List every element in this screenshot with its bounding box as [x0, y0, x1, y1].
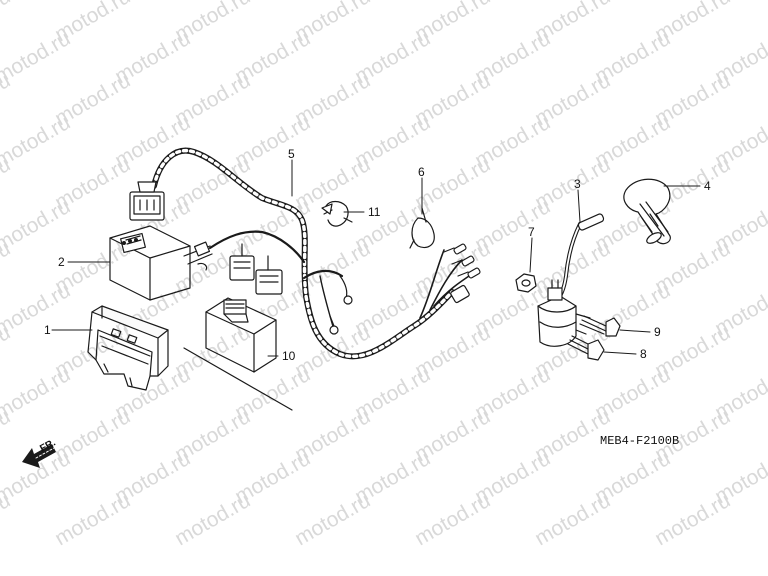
watermark-text: motod.ru: [171, 489, 254, 550]
diagram-code: MEB4-F2100B: [600, 434, 679, 448]
callout-8: 8: [640, 347, 647, 361]
callout-11: 11: [368, 205, 381, 219]
wire-clip-part: [321, 200, 353, 227]
bolt-9-part: [579, 315, 621, 337]
watermark-text: motod.ru: [531, 489, 614, 550]
front-arrow-icon: [22, 444, 56, 468]
plug-cap-part: [623, 178, 671, 245]
bolt-8-part: [567, 335, 605, 361]
watermark-text: motod.ru: [0, 195, 74, 256]
callout-4: 4: [704, 179, 711, 193]
watermark-text: motod.ru: [651, 489, 734, 550]
wire-harness-part: [129, 147, 481, 360]
watermark-text: motod.ru: [411, 489, 494, 550]
ignition-coil-part: [537, 213, 605, 347]
callout-10: 10: [282, 349, 296, 363]
nut-part: [515, 273, 537, 293]
callout-9: 9: [654, 325, 661, 339]
control-module-part: [109, 225, 191, 301]
band-tie-part: [409, 207, 435, 249]
rubber-mount-part: [87, 305, 169, 391]
callout-2: 2: [58, 255, 65, 269]
watermark-text: motod.ru: [0, 363, 74, 424]
callout-6: 6: [418, 165, 425, 179]
watermark-text: motod.ru: [0, 27, 74, 88]
watermark-text: motod.ru: [0, 279, 74, 340]
watermark-text: motod.ru: [0, 0, 14, 46]
watermark-text: motod.ru: [0, 111, 74, 172]
callout-1: 1: [44, 323, 51, 337]
callout-3: 3: [574, 177, 581, 191]
callout-labels: 1 2 3 4 5 6 7 8 9 10 11 FR. MEB4-F2100B: [38, 147, 711, 455]
watermark-text: motod.ru: [291, 489, 374, 550]
ignition-unit-part: [183, 297, 293, 411]
callout-5: 5: [288, 147, 295, 161]
leader-lines: [51, 159, 701, 357]
callout-7: 7: [528, 225, 535, 239]
watermark-text: motod.ru: [51, 489, 134, 550]
